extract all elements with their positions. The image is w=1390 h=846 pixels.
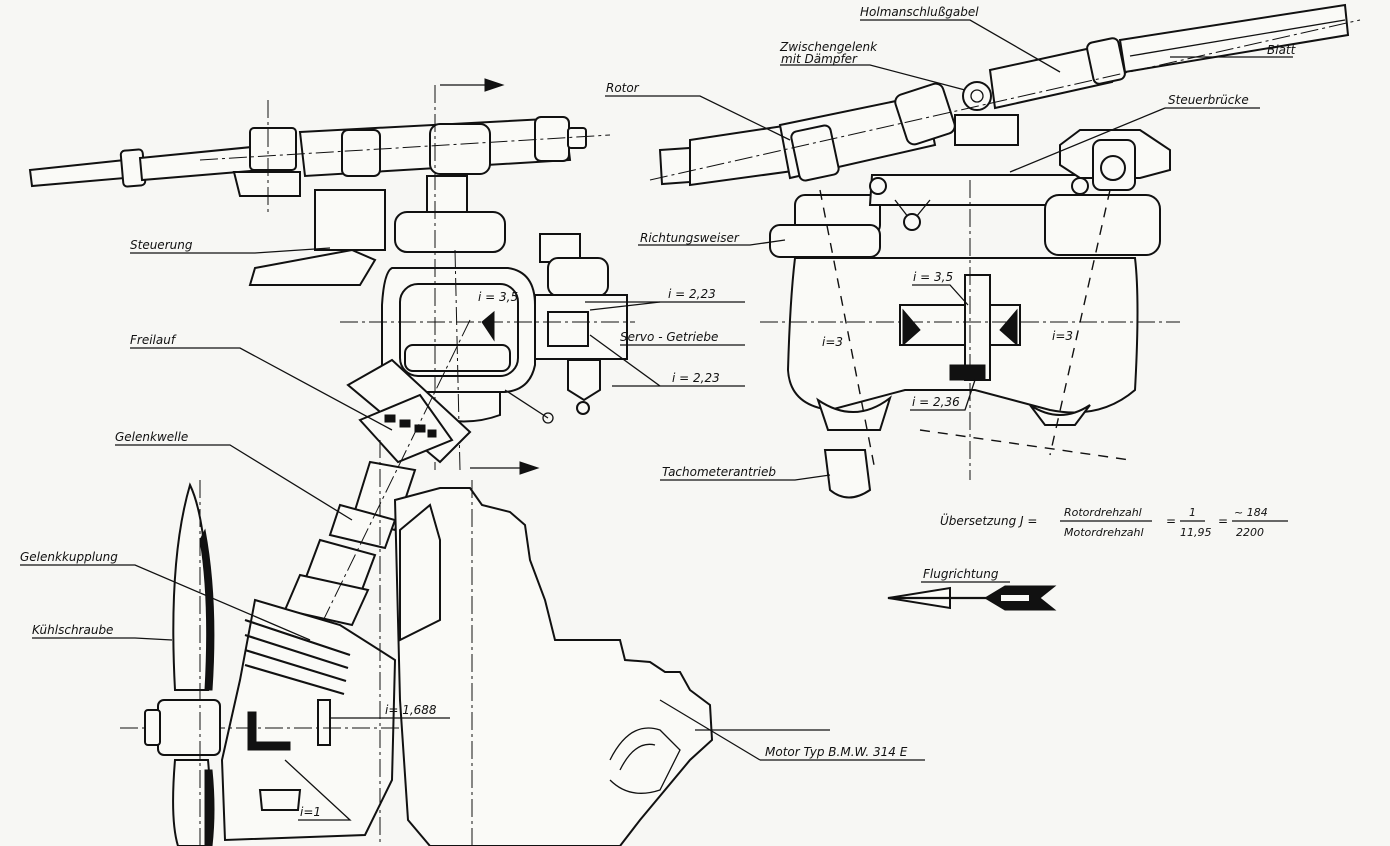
label-gelenkkupplung: Gelenkkupplung: [20, 550, 118, 564]
label-rotor: Rotor: [606, 81, 640, 95]
label-servo-getriebe: Servo - Getriebe: [620, 330, 718, 344]
ratio-i-3-5-left: i = 3,5: [478, 290, 518, 304]
transmission-formula: Übersetzung J = Rotordrehzahl Motordrehz…: [940, 506, 1268, 539]
formula-frac1-num: 1: [1189, 506, 1196, 519]
formula-denominator: Motordrehzahl: [1064, 526, 1144, 539]
formula-frac2-num: ~ 184: [1234, 506, 1268, 519]
engine-block: [379, 440, 714, 846]
ratio-i-3-right: i=3: [1052, 329, 1073, 343]
right-rotor-arm: [649, 3, 1361, 187]
label-zwischengelenk: Zwischengelenk: [779, 40, 878, 54]
ratio-labels: i = 3,5 i = 2,23 i = 2,23 i = 3,5 i=3 i=…: [300, 270, 1073, 819]
cooling-fan: [144, 480, 221, 846]
ratio-i-2-23-bottom: i = 2,23: [672, 371, 720, 385]
formula-equals-2: =: [1218, 514, 1228, 528]
label-tachometerantrieb: Tachometerantrieb: [662, 465, 776, 479]
label-steuerbruecke: Steuerbrücke: [1168, 93, 1249, 107]
ratio-i-3-5-right: i = 3,5: [913, 270, 953, 284]
label-holmanschlussgabel: Holmanschlußgabel: [860, 5, 979, 19]
formula-frac2-den: 2200: [1236, 526, 1264, 539]
formula-frac1-den: 11,95: [1180, 526, 1212, 539]
ratio-i-3-left: i=3: [822, 335, 843, 349]
ratio-i-1: i=1: [300, 805, 321, 819]
label-freilauf: Freilauf: [130, 333, 177, 347]
label-blatt: Blatt: [1267, 43, 1297, 57]
ratio-i-2-36: i = 2,36: [912, 395, 960, 409]
formula-prefix: Übersetzung J =: [940, 512, 1037, 528]
right-rotor-head: [760, 129, 1180, 499]
ratio-i-2-23-top: i = 2,23: [668, 287, 716, 301]
label-gelenkwelle: Gelenkwelle: [115, 430, 188, 444]
formula-equals-1: =: [1166, 514, 1176, 528]
label-flugrichtung: Flugrichtung: [923, 567, 999, 581]
ratio-i-1-688: i= 1,688: [385, 703, 437, 717]
left-gear-housing: [120, 598, 480, 842]
label-richtungsweiser: Richtungsweiser: [640, 231, 740, 245]
left-rotor-arm: [28, 116, 611, 197]
formula-numerator: Rotordrehzahl: [1064, 506, 1142, 519]
part-labels: Holmanschlußgabel Zwischengelenk mit Däm…: [20, 5, 1297, 759]
leader-lines: [20, 19, 1293, 821]
label-steuerung: Steuerung: [130, 238, 193, 252]
label-kuehlschraube: Kühlschraube: [32, 623, 113, 637]
flight-direction-arrow: [887, 585, 1057, 611]
label-motor-typ: Motor Typ B.M.W. 314 E: [765, 745, 908, 759]
label-mit-daempfer: mit Dämpfer: [781, 52, 858, 66]
